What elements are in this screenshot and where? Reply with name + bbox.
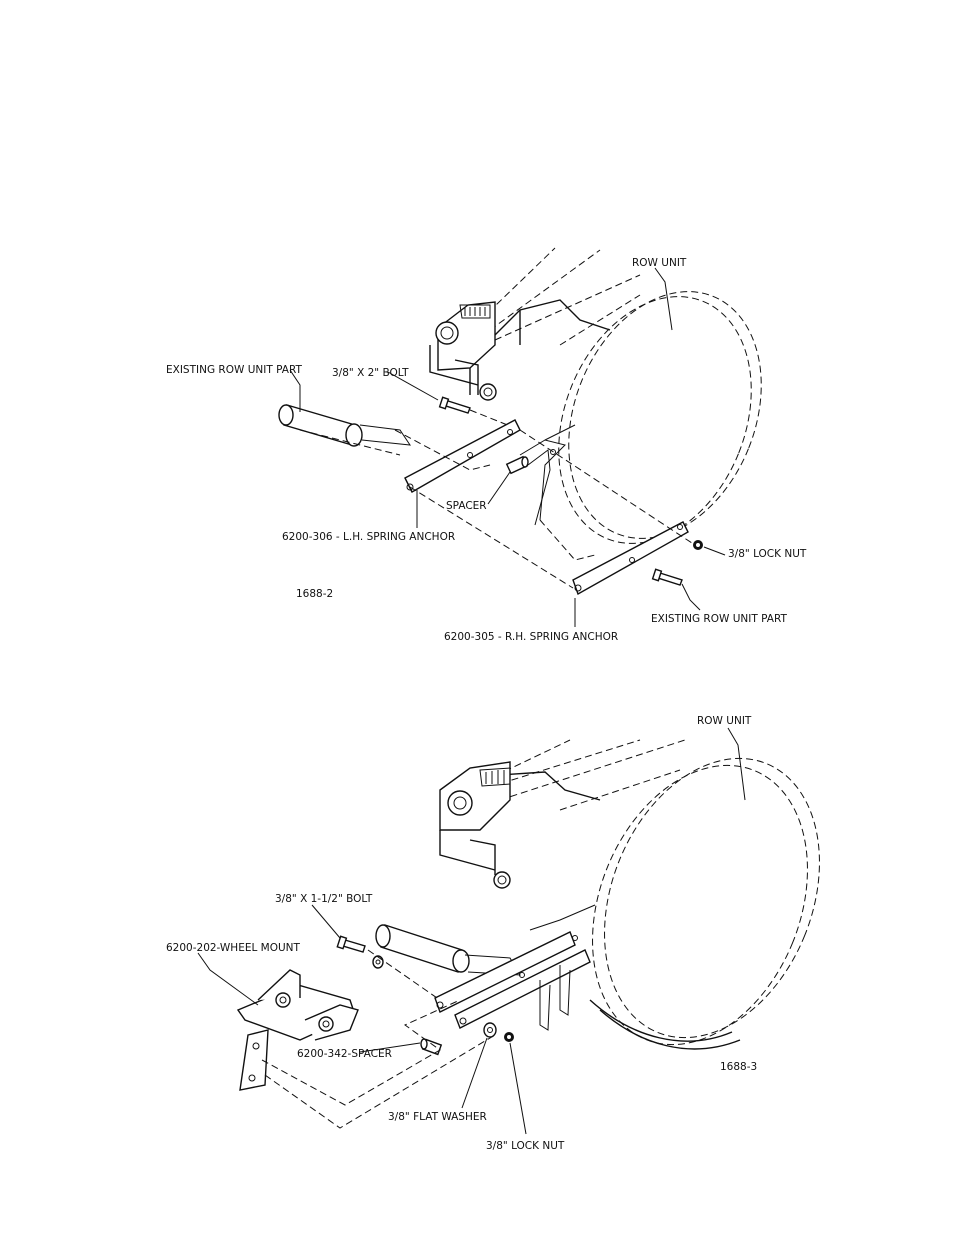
lock-nut-bottom: [504, 1032, 514, 1042]
existing-part-bolt-lower: [653, 569, 682, 585]
label-row-unit-top: ROW UNIT: [632, 257, 687, 269]
label-figure-id-top: 1688-2: [296, 588, 333, 600]
spacer-top: [507, 457, 528, 474]
flat-washer-bottom: [484, 1023, 496, 1037]
label-row-unit-bottom: ROW UNIT: [697, 715, 752, 727]
label-lock-nut-bottom: 3/8" LOCK NUT: [486, 1140, 565, 1152]
label-spacer-bottom: 6200-342-SPACER: [297, 1048, 392, 1060]
lock-nut-top: [693, 540, 703, 550]
disc-wheel-bottom: [553, 726, 859, 1077]
label-bolt-top: 3/8" X 2" BOLT: [332, 367, 409, 379]
rh-spring-anchor: [540, 520, 688, 594]
label-bolt-bottom: 3/8" X 1-1/2" BOLT: [275, 893, 373, 905]
row-unit-frame-bottom: [440, 740, 685, 888]
wheel-mount: [238, 970, 358, 1090]
label-flat-washer-bottom: 3/8" FLAT WASHER: [388, 1111, 487, 1123]
label-existing-part-1: EXISTING ROW UNIT PART: [166, 364, 302, 376]
label-wheel-mount: 6200-202-WHEEL MOUNT: [166, 942, 301, 954]
existing-part-shaft-top: [279, 405, 410, 455]
disc-wheel-top: [524, 263, 797, 573]
spacer-bottom: [421, 1039, 441, 1054]
label-lock-nut-top: 3/8" LOCK NUT: [728, 548, 807, 560]
label-figure-id-bottom: 1688-3: [720, 1061, 757, 1073]
lh-spring-anchor: [395, 420, 520, 492]
label-rh-spring-anchor: 6200-305 - R.H. SPRING ANCHOR: [444, 631, 618, 643]
label-lh-spring-anchor: 6200-306 - L.H. SPRING ANCHOR: [282, 531, 455, 543]
figure-bottom: ROW UNIT 3/8" X 1-1/2" BOLT 6200-202-WHE…: [166, 715, 859, 1152]
label-spacer-top: SPACER: [446, 500, 487, 512]
row-unit-frame-top: [430, 248, 640, 400]
figure-top: ROW UNIT EXISTING ROW UNIT PART 3/8" X 2…: [166, 248, 807, 643]
label-existing-part-2: EXISTING ROW UNIT PART: [651, 613, 787, 625]
row-unit-side-plates-top: [520, 425, 575, 525]
